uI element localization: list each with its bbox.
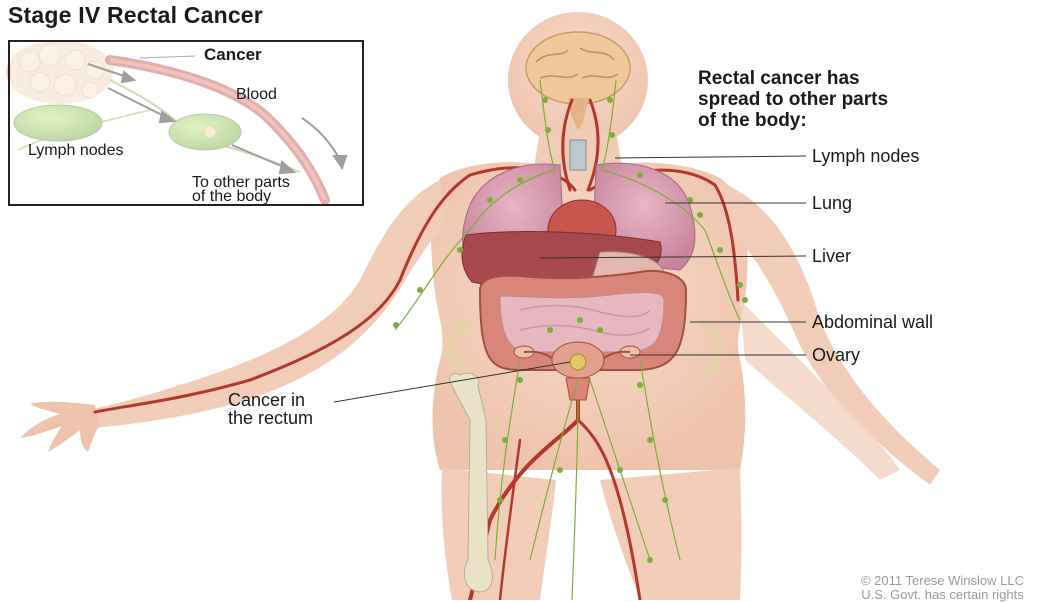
inset-panel (8, 40, 364, 206)
inset-label-cancer: Cancer (204, 46, 262, 64)
headline-line-1: Rectal cancer has (698, 68, 888, 89)
headline: Rectal cancer has spread to other parts … (698, 68, 888, 131)
label-cancer-in-rectum-2: the rectum (228, 408, 313, 428)
inset-label-lymph-nodes: Lymph nodes (28, 142, 123, 160)
inset-label-blood: Blood (236, 86, 277, 104)
label-liver: Liver (812, 246, 851, 266)
page-title: Stage IV Rectal Cancer (8, 2, 263, 29)
copyright-credit: © 2011 Terese Winslow LLC U.S. Govt. has… (861, 574, 1024, 602)
headline-line-2: spread to other parts (698, 89, 888, 110)
label-lung: Lung (812, 193, 852, 213)
label-lymph-nodes: Lymph nodes (812, 146, 919, 166)
credit-line-1: © 2011 Terese Winslow LLC (861, 574, 1024, 588)
label-abdominal-wall: Abdominal wall (812, 312, 933, 332)
label-cancer-in-rectum-1: Cancer in (228, 390, 305, 410)
inset-label-to-other-parts-2: of the body (192, 188, 271, 206)
trachea (570, 140, 586, 170)
headline-line-3: of the body: (698, 110, 888, 131)
label-ovary: Ovary (812, 345, 860, 365)
